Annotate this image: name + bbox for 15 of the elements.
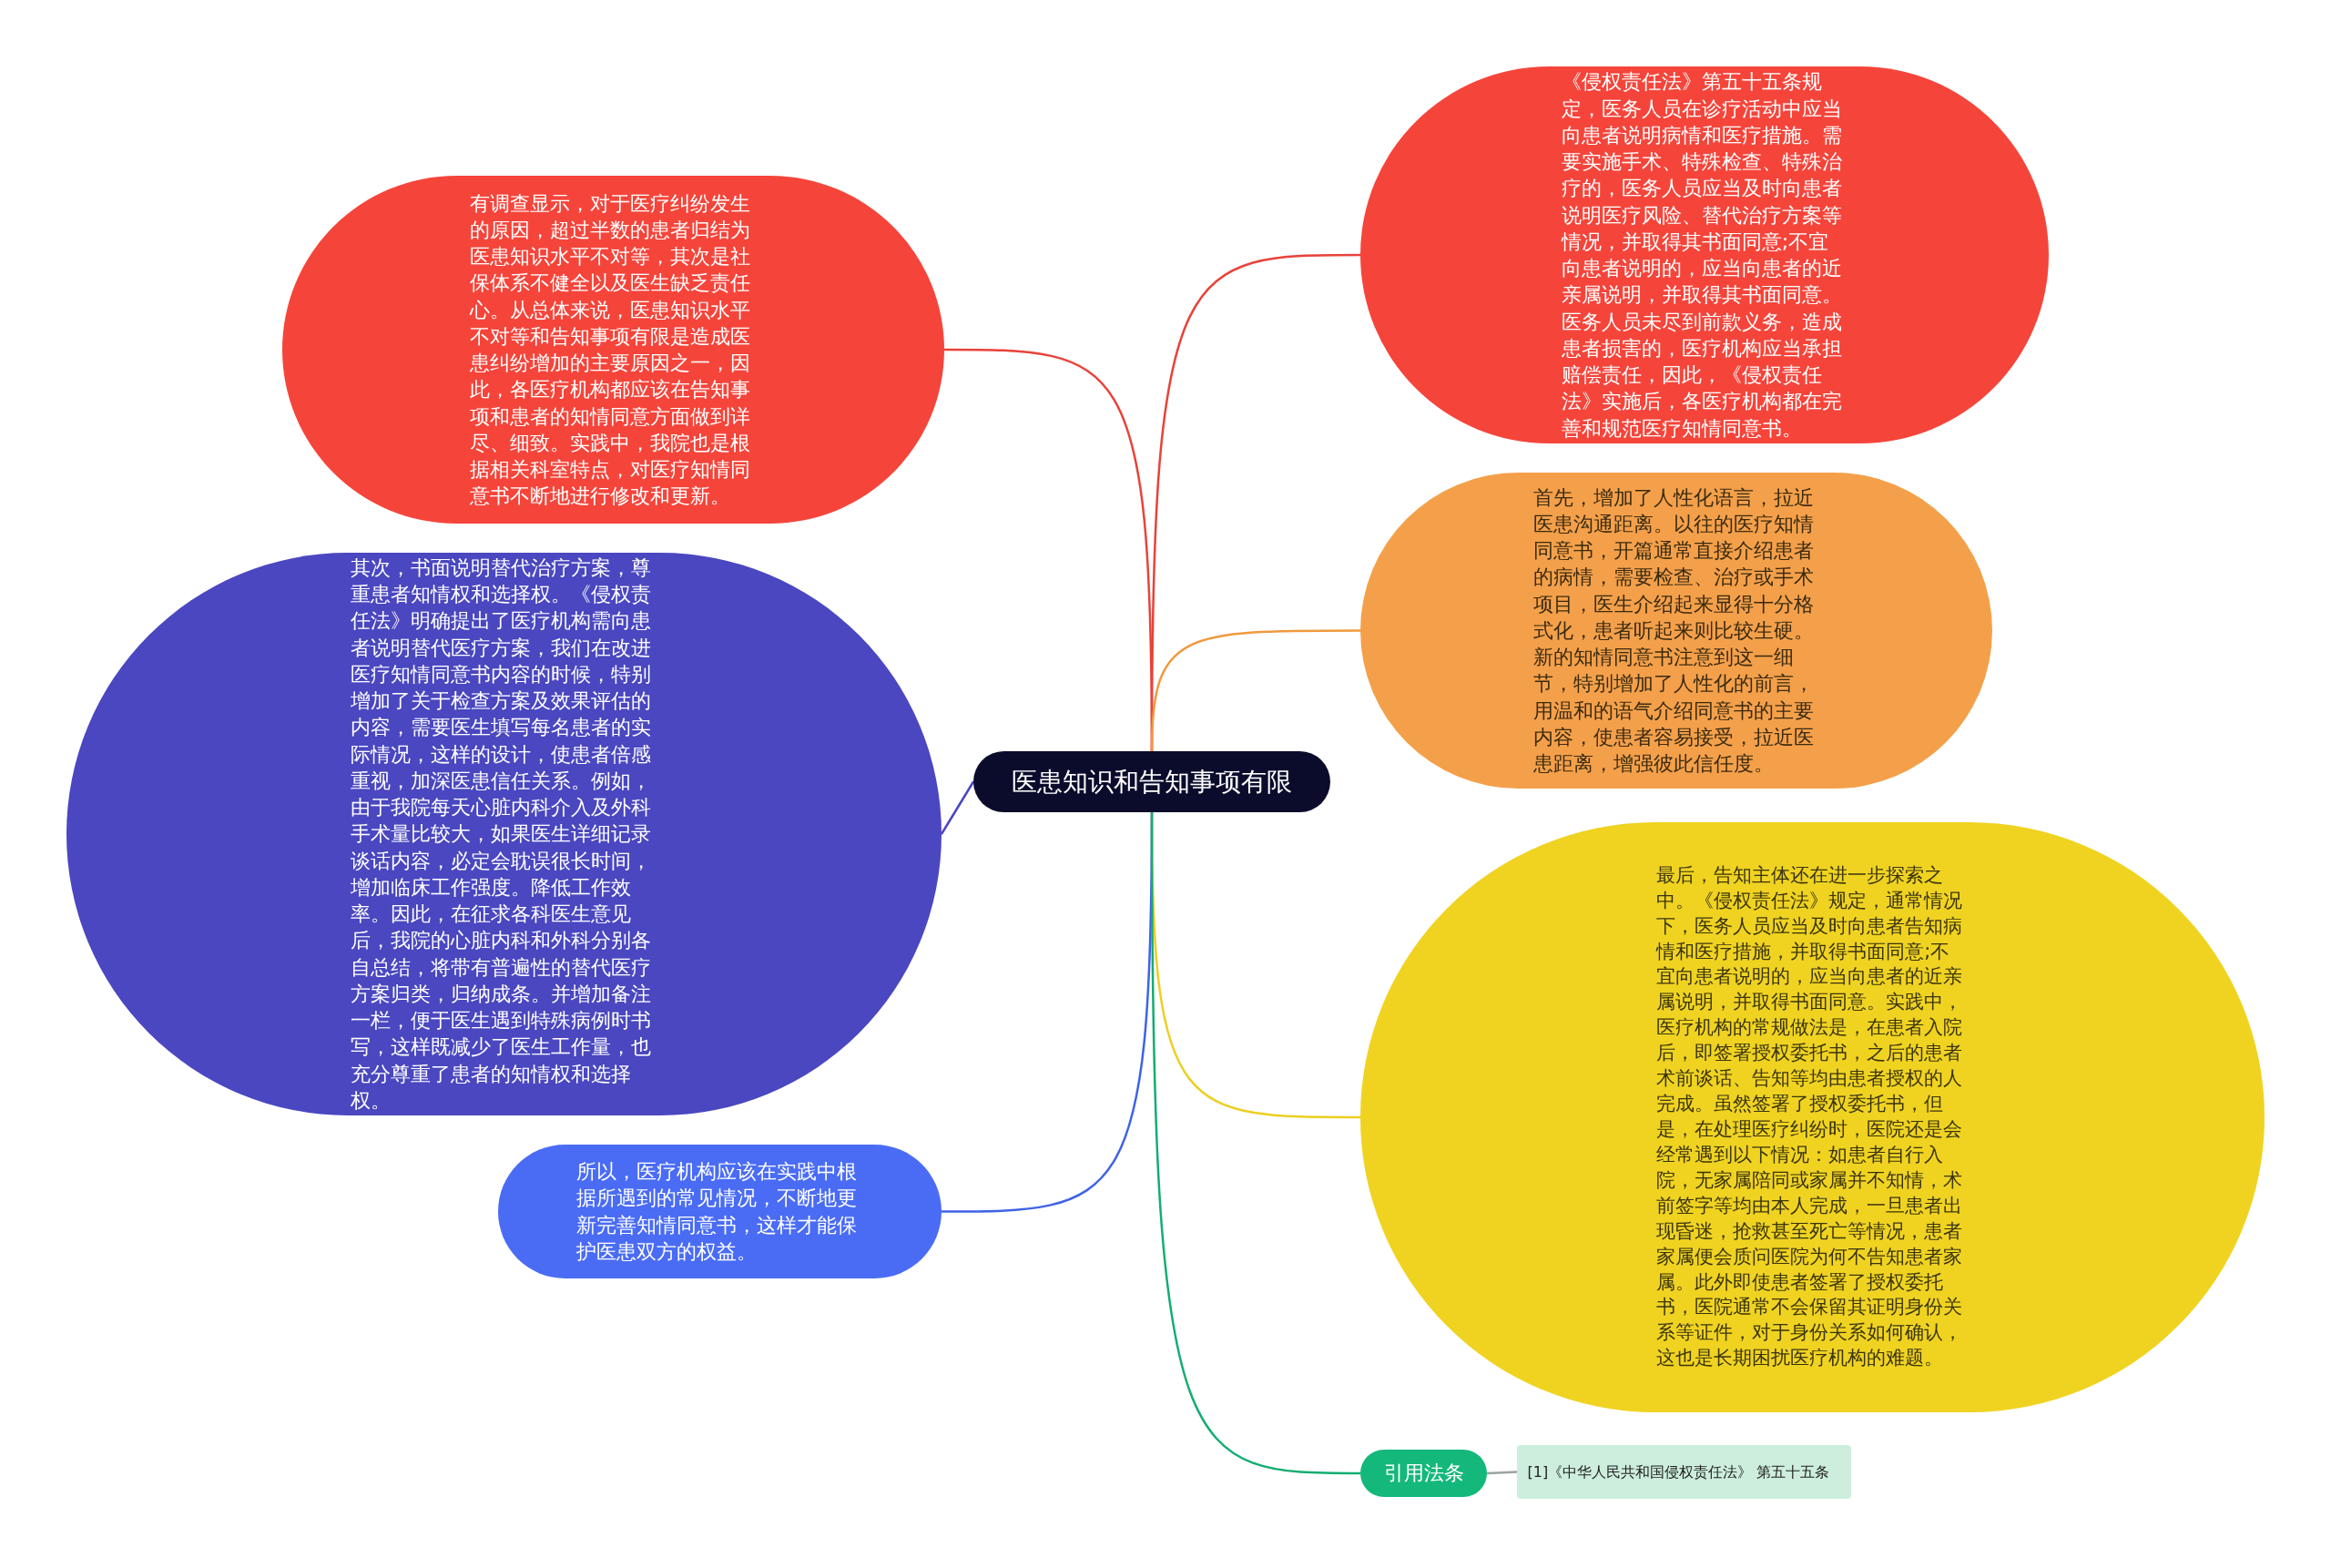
connector-line [1486, 1471, 1518, 1475]
paragraph-text: 有调查显示，对于医疗纠纷发生的原因，超过半数的患者归结为医患知识水平不对等，其次是社保体系不健全以及医生缺乏责任心。从总体来说，医患知识水平不对等和告知事项有限是造成医患纠纷增加的主要原因之一，因此，各医疗机构都应该在告知事项和患者的知情同意方面做到详尽、细致。实践中，我院也是根据相关科室特点，对医疗知情同意书不断地进行修改和更新。 [470, 190, 752, 510]
connector-line [1150, 629, 1360, 752]
paragraph-text: 最后，告知主体还在进一步探索之中。《侵权责任法》规定，通常情况下，医务人员应当及时向患者告知病情和医疗措施，并取得书面同意;不宜向患者说明的，应当向患者的近亲属说明，并取得书面同意。实践中，医疗机构的常规做法是，在患者入院后，即签署授权委托书，之后的患者术前谈话、告知等均由患者授权的人完成。虽然签署了授权委托书，但是，在处理医疗纠纷时，医院还是会经常遇到以下情况：如患者自行入院，无家属陪同或家属并不知情，术前签字等均由本人完成，一旦患者出现昏迷，抢救甚至死亡等情况，患者家属便会质问医院为何不告知患者家属。此外即使患者签署了授权委托书，医院通常不会保留其证明身份关系等证件，对于身份关系如何确认，这也是长期困扰医疗机构的难题。 [1656, 862, 1964, 1371]
paragraph-text: 其次，书面说明替代治疗方案，尊重患者知情权和选择权。《侵权责任法》明确提出了医疗机构需向患者说明替代医疗方案，我们在改进医疗知情同意书内容的时候，特别增加了关于检查方案及效果评估的内容，需要医生填写每名患者的实际情况，这样的设计，使患者倍感重视，加深医患信任关系。例如，由于我院每天心脏内科介入及外科手术量比较大，如果医生详细记录谈话内容，必定会耽误很长时间，增加临床工作强度。降低工作效率。因此，在征求各科医生意见后，我院的心脏内科和外科分别各自总结，将带有普遍性的替代医疗方案归类，归纳成条。并增加备注一栏，便于医生遇到特殊病例时书写，这样既减少了医生工作量，也充分尊重了患者的知情权和选择权。 [351, 555, 653, 1114]
subtopic-text: 引用法条 [1383, 1461, 1464, 1487]
citation-text: [1]《中华人民共和国侵权责任法》 第五十五条 [1527, 1461, 1831, 1482]
paragraph-text: 首先，增加了人性化语言，拉近医患沟通距离。以往的医疗知情同意书，开篇通常直接介绍患者的病情，需要检查、治疗或手术项目，医生介绍起来显得十分格式化，患者听起来则比较生硬。新的知情同意书注意到这一细节，特别增加了人性化的前言，用温和的语气介绍同意书的主要内容，使患者容易接受，拉近医患距离，增强彼此信任度。 [1532, 484, 1815, 778]
connector-line [940, 780, 975, 835]
paragraph-text: 所以，医疗机构应该在实践中根据所遇到的常见情况，不断地更新完善知情同意书，这样才能保护医患双方的权益。 [576, 1159, 859, 1265]
connector-line [1150, 812, 1360, 1475]
topic-text: 医患知识和告知事项有限 [1012, 765, 1292, 799]
subtopic-pill [1360, 1450, 1487, 1497]
paragraph-text: 《侵权责任法》第五十五条规定，医务人员在诊疗活动中应当向患者说明病情和医疗措施。需要实施手术、特殊检查、特殊治疗的，医务人员应当及时向患者说明医疗风险、替代治疗方案等情况，并取得其书面同意;不宜向患者说明的，应当向患者的近亲属说明，并取得其书面同意。医务人员未尽到前款义务，造成患者损害的，医疗机构应当承担赔偿责任，因此，《侵权责任法》实施后，各医疗机构都在完善和规范医疗知情同意书。 [1561, 69, 1843, 442]
citation-box [1517, 1445, 1851, 1499]
